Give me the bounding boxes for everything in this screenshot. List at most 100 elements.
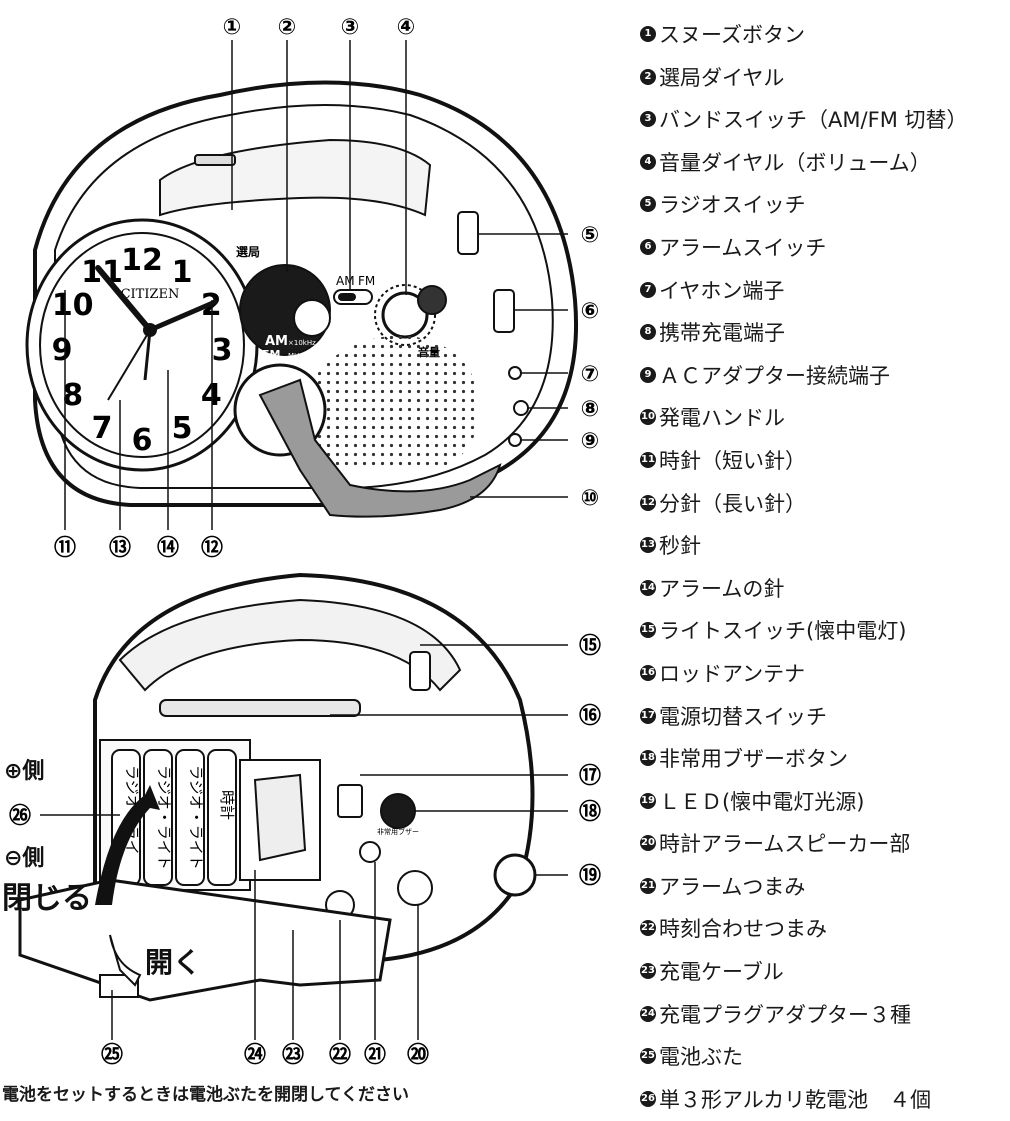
callout-23: ㉓ <box>282 1042 304 1068</box>
ac-adapter-port[interactable] <box>508 433 522 447</box>
leader-lines-back <box>40 644 568 1040</box>
antenna-tip <box>194 154 236 166</box>
fm-scale-label: FM <box>262 348 280 361</box>
battery-cell <box>207 749 237 886</box>
battery-cell <box>143 749 173 886</box>
back-view: ラジオ・ライ ラジオ・ライト ラジオ・ライト 時計 非常用ブザー ⊕側 ⊖側 閉… <box>2 572 601 1068</box>
callout-22: ㉒ <box>329 1042 351 1068</box>
earphone-jack[interactable] <box>508 366 522 380</box>
clock-numeral: 12 <box>121 243 163 278</box>
clock-numeral: 5 <box>172 411 193 446</box>
clock-numeral: 9 <box>52 333 73 368</box>
alarm-switch[interactable] <box>493 289 515 333</box>
part-name: ロッドアンテナ <box>659 661 806 686</box>
clock-battery-label: 時計 <box>218 790 236 820</box>
part-name: 秒針 <box>659 534 701 559</box>
part-name: 発電ハンドル <box>659 406 785 431</box>
callout-2: ② <box>278 15 297 40</box>
charge-plug-adapters <box>253 773 307 862</box>
callout-17: ⑰ <box>579 763 601 789</box>
buzzer-label: 非常用ブザー <box>377 827 419 836</box>
clock-numeral: 10 <box>52 288 94 323</box>
part-number-badge: 18 <box>640 750 656 767</box>
part-name: 電源切替スイッチ <box>659 704 827 729</box>
callout-13: ⑬ <box>109 535 131 561</box>
part-name: ライトスイッチ(懐中電灯) <box>659 619 907 644</box>
part-number-badge: 12 <box>640 494 656 511</box>
part-number-badge: 25 <box>640 1048 656 1065</box>
callout-10: ⑩ <box>581 486 600 511</box>
part-number-badge: 23 <box>640 963 656 980</box>
close-label: 閉じる <box>2 881 92 916</box>
plus-side-label: ⊕側 <box>4 759 44 784</box>
alarm-knob[interactable] <box>359 841 381 863</box>
part-number-badge: 5 <box>640 196 656 213</box>
part-number-badge: 4 <box>640 153 656 170</box>
rod-antenna <box>159 699 361 717</box>
battery-cell <box>175 749 205 886</box>
callout-6: ⑥ <box>581 299 600 324</box>
radio-switch[interactable] <box>457 211 479 255</box>
callout-18: ⑱ <box>579 799 601 825</box>
callout-11: ⑪ <box>54 535 76 561</box>
part-name: 選局ダイヤル <box>659 65 785 90</box>
callout-15: ⑮ <box>579 633 601 659</box>
part-number-badge: 3 <box>640 111 656 128</box>
band-fm-label: FM <box>358 274 375 288</box>
part-name: ＡＣアダプター接続端子 <box>659 363 890 388</box>
part-number-badge: 17 <box>640 707 656 724</box>
part-name: 時刻合わせつまみ <box>659 917 827 942</box>
battery-label-2: ラジオ・ライト <box>155 765 173 870</box>
second-hand <box>107 329 151 401</box>
part-name: 充電プラグアダプター３種 <box>659 1002 911 1027</box>
clock-numeral: 3 <box>212 333 233 368</box>
open-label: 開く <box>145 946 201 979</box>
radio-clock-diagram: CITIZEN 121234567891011 選局 AM FM ×10kHz … <box>2 15 601 1068</box>
part-number-badge: 7 <box>640 281 656 298</box>
part-number-badge: 11 <box>640 451 656 468</box>
part-number-badge: 24 <box>640 1005 656 1022</box>
clock-face: CITIZEN 121234567891011 <box>25 218 259 472</box>
part-number-badge: 6 <box>640 238 656 255</box>
part-name: アラームの針 <box>659 576 785 601</box>
power-switch[interactable] <box>337 784 363 818</box>
tuning-dial[interactable]: 選局 AM FM ×10kHz MHz <box>236 245 331 361</box>
callout-20: ⑳ <box>407 1042 429 1068</box>
battery-lid[interactable] <box>18 878 392 1002</box>
part-name: 充電ケーブル <box>659 960 784 985</box>
usb-charge-port[interactable] <box>513 400 529 416</box>
footer-note: 電池をセットするときは電池ぶたを開閉してください <box>2 1085 409 1105</box>
fm-unit-label: MHz <box>288 352 303 360</box>
alarm-speaker <box>397 870 433 906</box>
hand-pivot <box>143 323 157 337</box>
part-number-badge: 26 <box>640 1090 656 1107</box>
callout-19: ⑲ <box>579 863 601 889</box>
lid-tab[interactable] <box>99 974 139 998</box>
light-switch[interactable] <box>409 651 431 691</box>
part-name: 電池ぶた <box>659 1045 743 1070</box>
crank-handle[interactable] <box>233 363 502 518</box>
close-arrow <box>95 785 160 905</box>
minute-hand <box>147 299 218 333</box>
minus-side-label: ⊖側 <box>4 846 44 871</box>
callout-5: ⑤ <box>581 223 600 248</box>
emergency-buzzer-button[interactable] <box>380 793 416 829</box>
part-name: バンドスイッチ（AM/FM 切替） <box>659 108 968 133</box>
clock-numeral: 1 <box>172 255 193 290</box>
battery-label-3: ラジオ・ライト <box>187 765 205 870</box>
